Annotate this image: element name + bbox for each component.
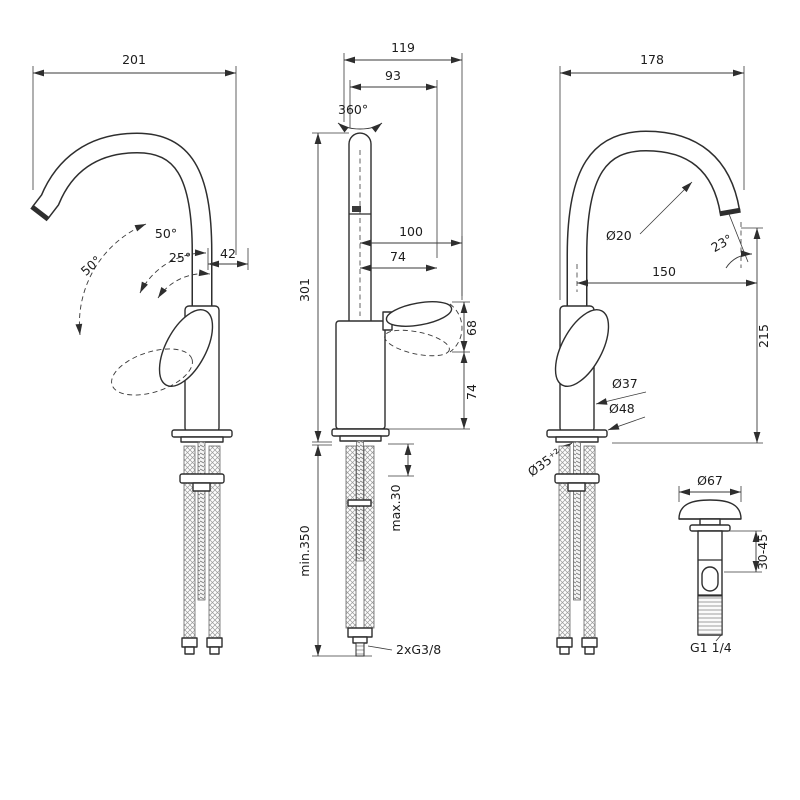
dim-front-reach-inner: 74 <box>360 249 437 272</box>
dim-front-clearance: min.350 <box>297 444 372 657</box>
dim-left-swing-upper-label: 50° <box>155 226 177 241</box>
dim-side-width: 178 <box>559 52 745 300</box>
handle-left <box>158 309 214 387</box>
dim-front-lever-travel: 68 <box>452 301 479 353</box>
drain-cap <box>678 499 742 520</box>
dim-front-width-label: 119 <box>391 40 415 55</box>
dim-side-width-label: 178 <box>640 52 664 67</box>
drain-neck <box>699 518 721 526</box>
mounting-stud-left <box>197 441 206 601</box>
outlet-cap <box>30 204 50 222</box>
dim-side-base-diameter-label: Ø48 <box>609 401 635 416</box>
view-side: 178 Ø20 23° 150 <box>525 52 771 655</box>
body-front <box>335 320 386 430</box>
dim-side-body-diameter-label: Ø37 <box>612 376 638 391</box>
dim-drain-deck-range-label: 30-45 <box>755 534 770 570</box>
dim-left-offset: 42 <box>207 246 249 270</box>
dim-front-body-height: 74 <box>388 352 479 430</box>
dim-front-spout-span: 93 <box>349 68 438 258</box>
dim-drain-thread-label: G1 1/4 <box>690 640 732 655</box>
mounting-nut-left <box>192 482 211 492</box>
dim-side-reach: 150 <box>576 264 757 292</box>
dim-left-tilt-label: 25° <box>169 250 191 265</box>
dim-side-reach-label: 150 <box>652 264 676 279</box>
drain-thread <box>697 595 723 636</box>
dim-front-body-height-label: 74 <box>464 384 479 400</box>
dim-drain-thread: G1 1/4 <box>690 633 732 655</box>
dim-side-outlet-angle: 23° <box>708 213 753 269</box>
spout-side <box>566 130 741 318</box>
dim-side-outlet-angle-label: 23° <box>708 231 735 255</box>
dim-side-height: 215 <box>612 227 771 444</box>
dim-side-height-label: 215 <box>756 324 771 348</box>
dim-left-width: 201 <box>32 52 237 255</box>
dim-side-body-diameter: Ø37 <box>595 376 647 405</box>
dim-front-swivel: 360° <box>337 102 383 133</box>
dim-front-reach-inner-label: 74 <box>390 249 406 264</box>
dim-drain-deck-range: 30-45 <box>724 530 770 573</box>
dim-front-height-label: 301 <box>297 278 312 302</box>
mounting-bracket-left <box>179 473 225 484</box>
dim-front-hose-thread-label: 2xG3/8 <box>396 642 441 657</box>
mounting-side <box>546 429 608 655</box>
mounting-left <box>171 429 233 655</box>
dim-front-swivel-label: 360° <box>338 102 368 117</box>
aerator-slot <box>352 206 361 212</box>
dim-left-width-label: 201 <box>122 52 146 67</box>
dim-front-deck-thickness: max.30 <box>388 443 414 532</box>
dim-drain-cap-diameter-label: Ø67 <box>697 473 723 488</box>
dim-front-lever-travel-label: 68 <box>464 320 479 336</box>
dim-front-height: 301 <box>297 132 349 443</box>
dim-front-hose-thread: 2xG3/8 <box>367 642 441 657</box>
lever-front <box>385 301 453 327</box>
view-left: 201 50° 50° 25° 42 <box>30 52 249 655</box>
spout-left <box>30 132 213 318</box>
dim-side-spout-diameter: Ø20 <box>606 181 693 243</box>
dim-front-reach-total: 100 <box>359 150 463 316</box>
outlet-cap-side <box>719 207 741 217</box>
dim-front-spout-span-label: 93 <box>385 68 401 83</box>
dim-front-reach-total-label: 100 <box>399 224 423 239</box>
dim-side-base-diameter: Ø48 <box>607 401 646 431</box>
drain-flange <box>689 524 731 532</box>
dim-left-offset-label: 42 <box>220 246 236 261</box>
drain-assembly: Ø67 30-45 G1 1/4 <box>678 473 770 655</box>
handle-side <box>554 309 610 387</box>
mounting-front <box>345 440 375 657</box>
view-front: 119 93 360° 100 <box>297 40 479 657</box>
dim-left-swing-side-label: 50° <box>78 253 105 279</box>
lever-front-lowered <box>384 329 450 357</box>
dim-front-clearance-label: min.350 <box>297 525 312 576</box>
dim-drain-cap-diameter: Ø67 <box>678 473 742 502</box>
dim-side-spout-diameter-label: Ø20 <box>606 228 632 243</box>
drain-overflow-slot <box>701 566 719 592</box>
dim-front-deck-thickness-label: max.30 <box>388 484 403 531</box>
handle-left-swung <box>111 348 193 396</box>
